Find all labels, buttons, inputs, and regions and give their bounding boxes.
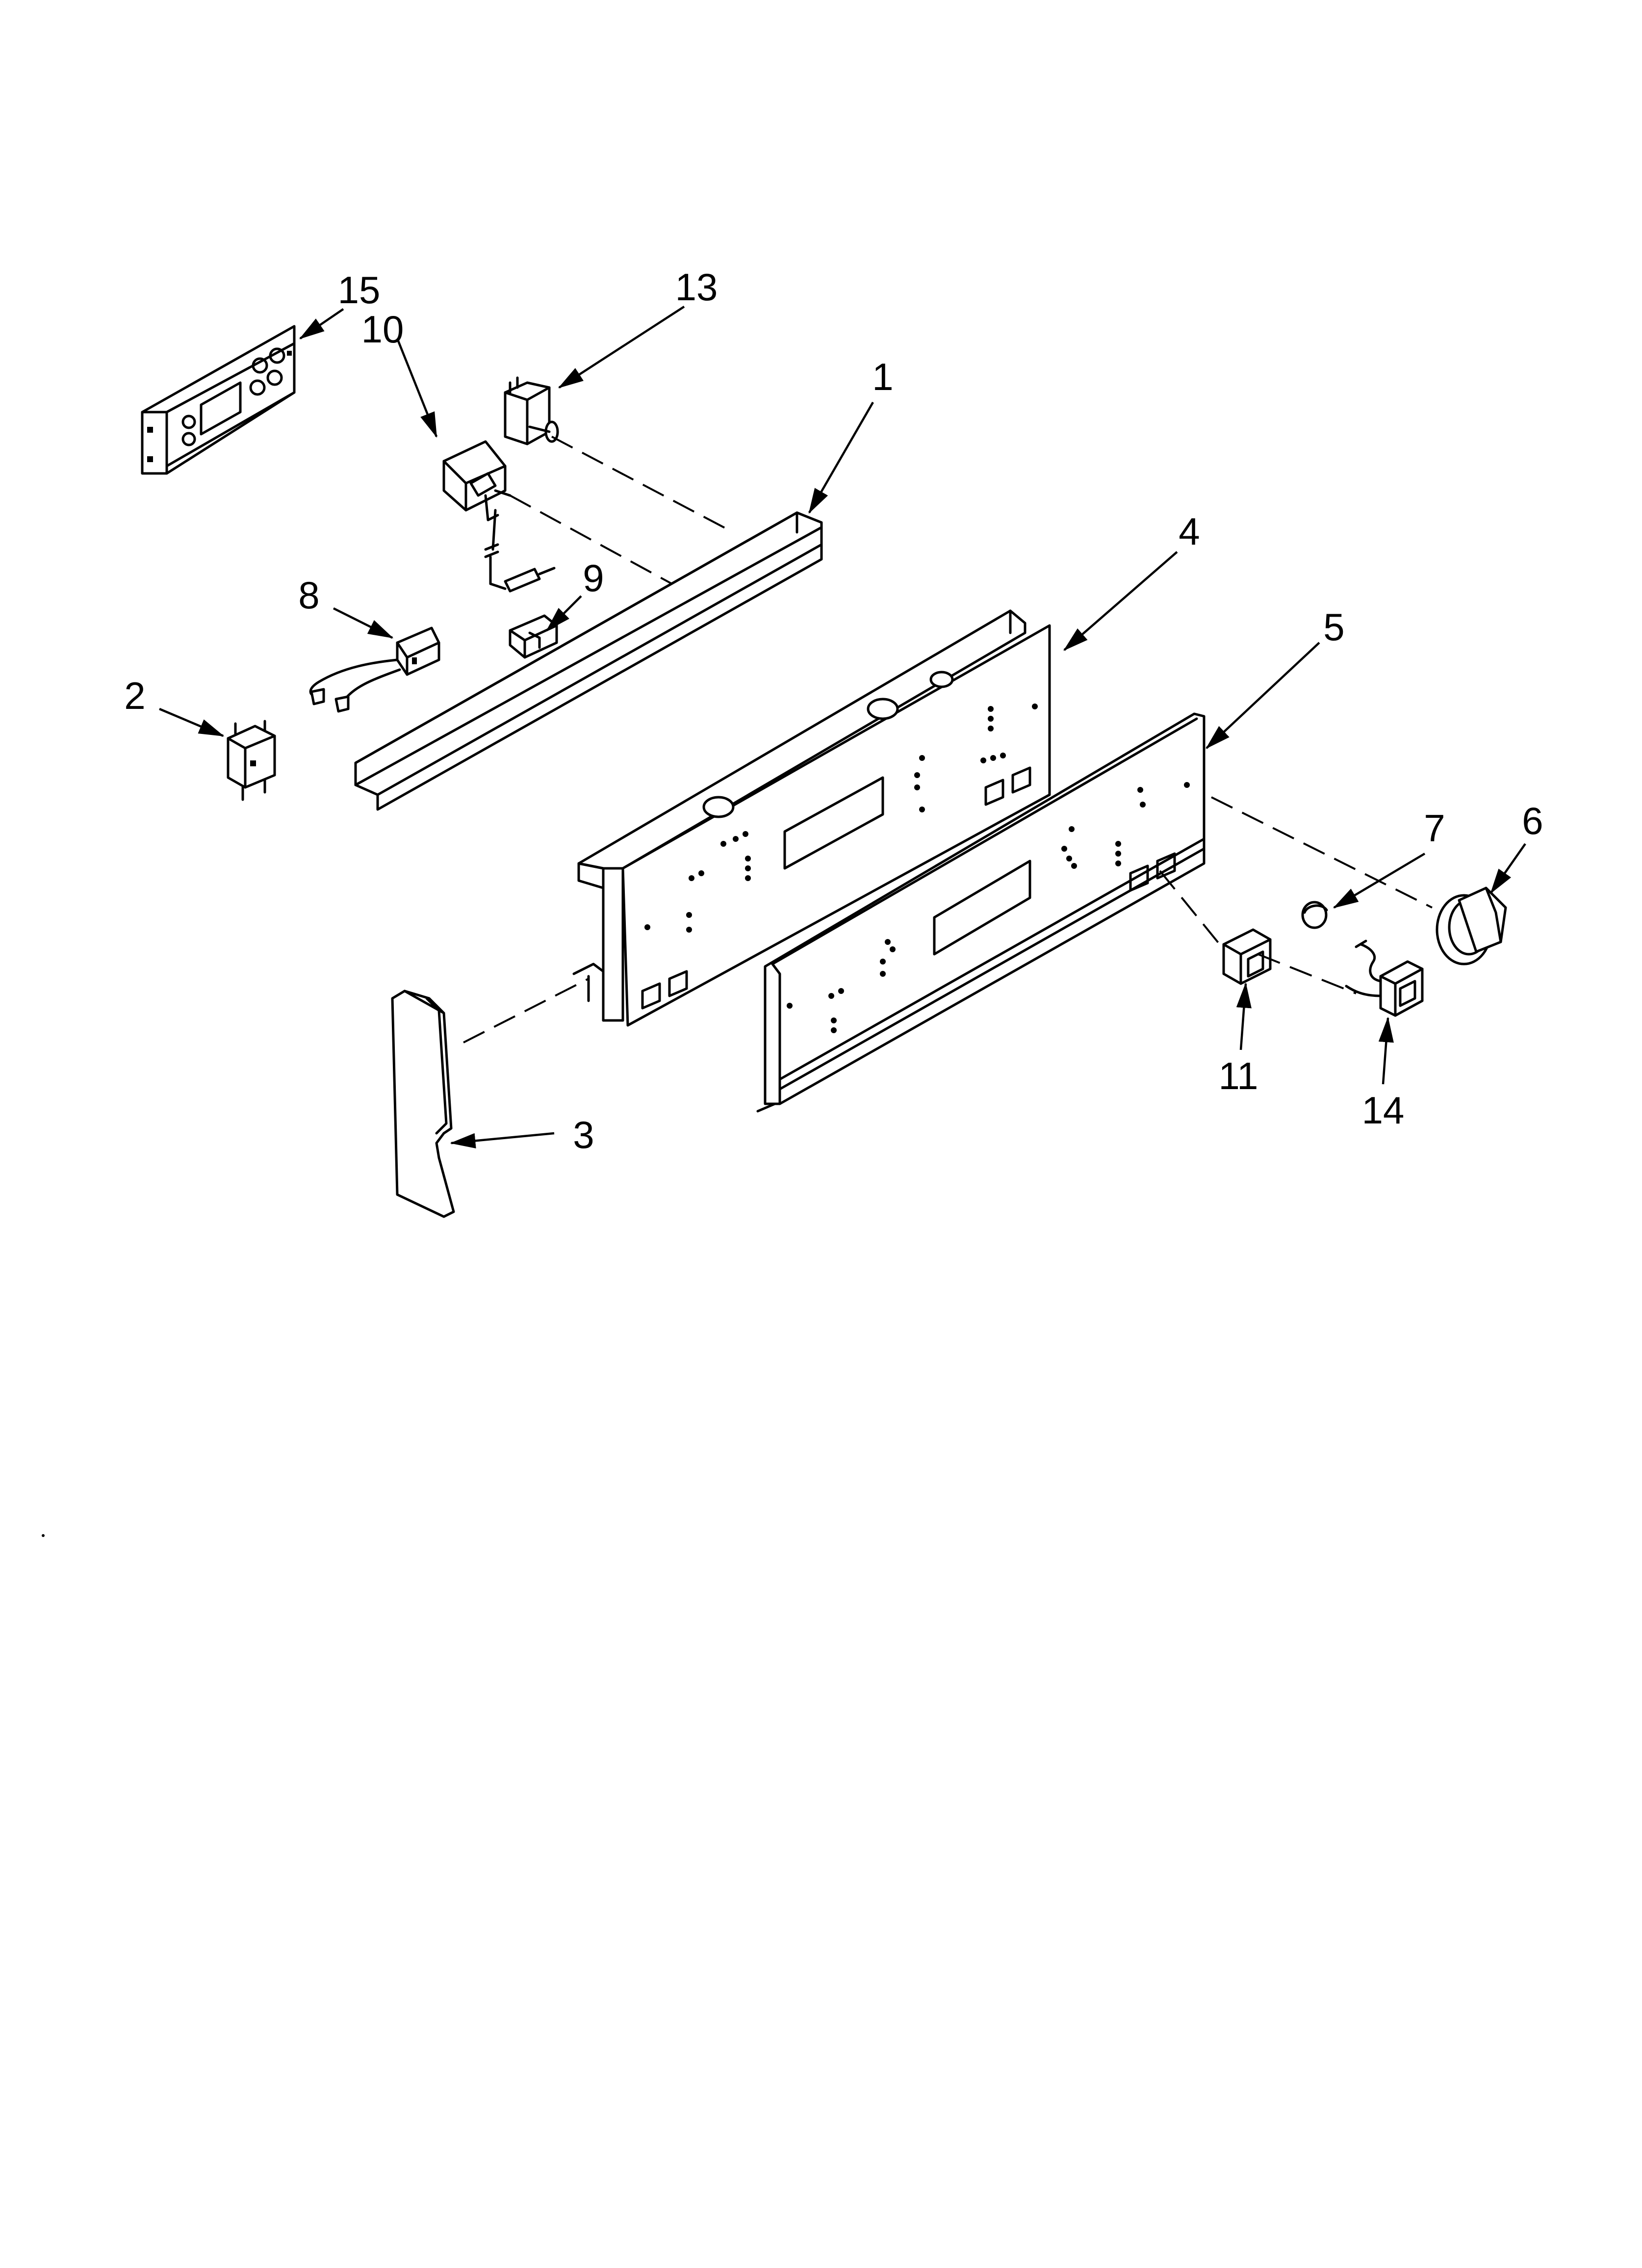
- part-14-switch: [1345, 939, 1424, 1017]
- callout-8: 8: [298, 574, 319, 617]
- callout-14: 14: [1362, 1089, 1405, 1132]
- part-6-knob: [1436, 886, 1507, 965]
- callout-15: 15: [338, 268, 381, 312]
- leader-lines: [159, 306, 1526, 1148]
- callout-labels: 15 10 13 1 4 8 9 2 5 7 6 11 14 3: [124, 265, 1543, 1156]
- part-1-rail: [354, 511, 823, 811]
- part-15-control-board: [141, 325, 296, 475]
- callout-13: 13: [675, 265, 718, 309]
- part-9-connector: [509, 614, 558, 659]
- part-4-control-panel: [572, 609, 1051, 1027]
- callout-9: 9: [583, 556, 604, 600]
- part-2-switch: [227, 720, 276, 801]
- part-5-console-panel: [756, 712, 1206, 1113]
- callout-2: 2: [124, 674, 145, 717]
- part-8-harness: [309, 626, 440, 713]
- callout-5: 5: [1323, 605, 1344, 649]
- part-3-end-cap: [391, 990, 455, 1218]
- callout-11: 11: [1219, 1054, 1258, 1097]
- part-13-switch: [504, 376, 559, 445]
- callout-1: 1: [872, 355, 893, 398]
- callout-7: 7: [1424, 807, 1445, 850]
- part-10-switch: [442, 440, 556, 593]
- assembly-lines: [463, 436, 1433, 1043]
- callout-4: 4: [1179, 510, 1200, 553]
- callout-10: 10: [361, 308, 404, 351]
- callout-3: 3: [573, 1113, 594, 1156]
- callout-6: 6: [1522, 799, 1543, 842]
- part-11-rocker-switch: [1222, 928, 1272, 985]
- part-7-button: [1301, 901, 1328, 929]
- stray-dot: [42, 1534, 45, 1537]
